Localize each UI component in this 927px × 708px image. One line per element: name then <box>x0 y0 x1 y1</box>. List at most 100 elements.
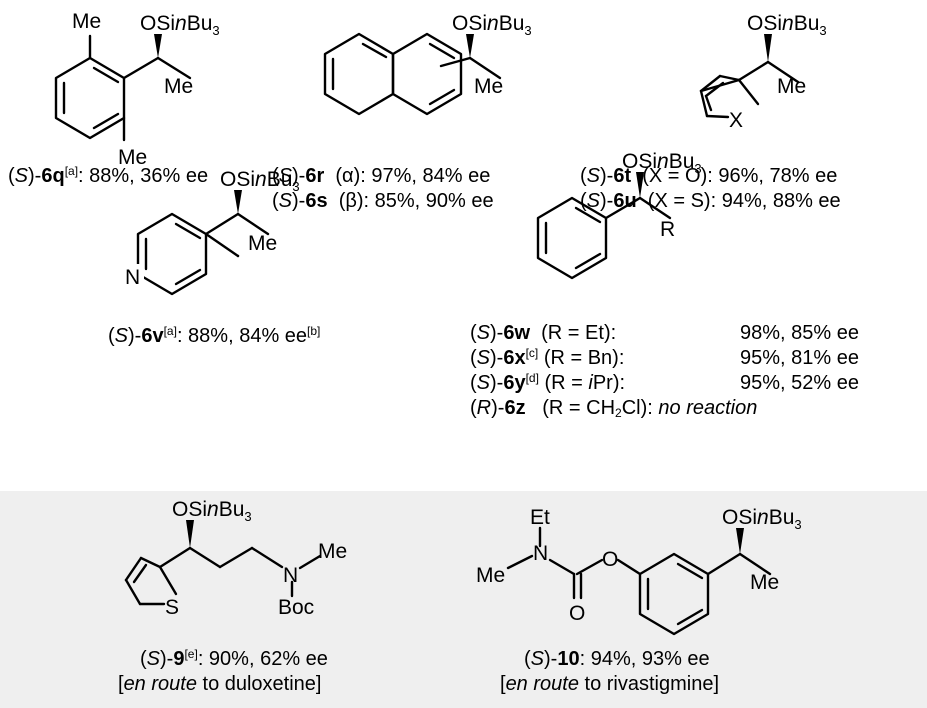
wedge-bond <box>636 172 644 198</box>
nitrogen-label: N <box>533 542 548 565</box>
sulfur-label: S <box>165 596 179 619</box>
result-6z: no reaction <box>658 397 758 419</box>
caption-10: (S)-10: 94%, 93% ee <box>524 648 710 670</box>
bond <box>156 56 192 80</box>
bond <box>705 114 730 119</box>
osi-label: OSinBu3 <box>140 12 220 38</box>
wedge-bond <box>466 34 474 58</box>
bond <box>158 546 192 569</box>
bond <box>699 74 722 93</box>
ring-6q <box>54 56 126 140</box>
pyridine-ring <box>136 212 208 296</box>
wedge-bond <box>186 520 194 548</box>
wedge-bond <box>764 34 772 62</box>
structure-6w-6z <box>536 172 672 280</box>
osi-label: OSinBu3 <box>622 150 702 176</box>
methyl-label: Me <box>72 10 101 33</box>
structure-9 <box>124 520 322 606</box>
methyl-label: Me <box>318 540 347 563</box>
bond <box>236 212 270 236</box>
heteroatom-x: X <box>729 109 743 132</box>
structure-6q <box>54 34 192 142</box>
bond <box>468 56 502 80</box>
bond <box>704 81 725 98</box>
result-6w: 98%, 85% ee <box>740 322 859 344</box>
bond <box>124 578 142 606</box>
structure-6t-6u <box>699 34 800 119</box>
caption-10-route: [en route to rivastigmine] <box>500 673 720 695</box>
bond <box>428 42 456 60</box>
oxygen-label: O <box>602 548 618 571</box>
methyl-label: Me <box>118 146 147 169</box>
bond <box>766 60 800 84</box>
caption-9-route: [en route to duloxetine] <box>118 673 322 695</box>
bond <box>738 552 772 576</box>
ethyl-label: Et <box>530 506 550 529</box>
methyl-label: Me <box>248 232 277 255</box>
bond <box>699 89 709 118</box>
bond <box>428 88 456 106</box>
bond <box>737 78 760 106</box>
osi-label: OSinBu3 <box>172 498 252 524</box>
result-6x: 95%, 81% ee <box>740 347 859 369</box>
bond <box>174 268 202 286</box>
n-mask <box>122 264 144 286</box>
bond <box>124 556 143 582</box>
benzene-ring <box>536 196 608 280</box>
osi-label: OSinBu3 <box>722 506 802 532</box>
bond <box>718 74 741 82</box>
caption-6u: (S)-6u (X = S): 94%, 88% ee <box>580 190 841 212</box>
bond <box>92 66 120 84</box>
caption-9: (S)-9[e]: 90%, 62% ee <box>140 647 328 670</box>
caption-6z: (R)-6z (R = CH2Cl): no reaction <box>470 397 758 420</box>
structure-10 <box>506 526 772 636</box>
boc-label: Boc <box>278 596 314 619</box>
methyl-label: Me <box>474 75 503 98</box>
caption-6t: (S)-6t (X = O): 96%, 78% ee <box>580 165 838 187</box>
bond <box>92 112 120 130</box>
bond <box>574 252 602 270</box>
bond <box>188 546 222 569</box>
osi-label: OSinBu3 <box>747 12 827 38</box>
bond <box>638 196 672 220</box>
bond <box>204 232 240 258</box>
bond <box>250 546 284 569</box>
wedge-bond <box>234 190 242 214</box>
caption-6x: (S)-6x[c] (R = Bn): <box>470 346 625 369</box>
bond <box>737 60 770 82</box>
bond <box>361 42 388 59</box>
caption-6w: (S)-6w (R = Et): <box>470 322 617 344</box>
bond <box>139 556 162 569</box>
osi-label: OSinBu3 <box>452 12 532 38</box>
bond <box>548 558 576 576</box>
bond <box>616 558 642 576</box>
methyl-label: Me <box>164 75 193 98</box>
nitrogen-label: N <box>283 564 298 587</box>
osi-label: OSinBu3 <box>220 168 300 194</box>
caption-6r: (S)-6r (α): 97%, 84% ee <box>272 165 491 187</box>
bond <box>218 546 254 569</box>
bond <box>676 562 704 580</box>
structure-6r-6s <box>323 32 502 116</box>
methyl-label: Me <box>777 75 806 98</box>
bond <box>122 56 160 80</box>
bond <box>174 222 202 240</box>
bond <box>158 565 178 596</box>
bond <box>439 56 472 68</box>
bond <box>604 196 642 220</box>
wedge-bond <box>154 34 162 58</box>
bond <box>704 94 713 112</box>
bond <box>575 558 604 576</box>
r-group-label: R <box>660 218 675 241</box>
naphthalene-ring-a <box>323 32 395 116</box>
wedge-bond <box>736 528 744 554</box>
nitrogen-label: N <box>125 266 140 289</box>
oxygen-label: O <box>569 602 585 625</box>
bond <box>574 206 602 224</box>
application-panel <box>0 491 927 708</box>
bond <box>298 554 322 570</box>
methyl-label: Me <box>750 571 779 594</box>
bond <box>676 608 704 626</box>
